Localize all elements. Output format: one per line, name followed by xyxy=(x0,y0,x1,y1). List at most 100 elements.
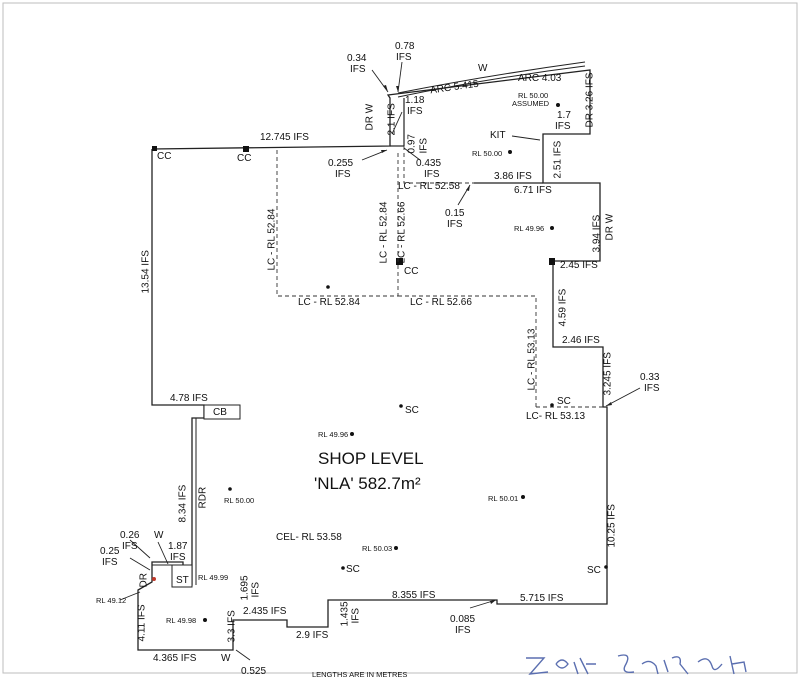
label-034: 0.34 xyxy=(347,53,367,64)
label-sc1: SC xyxy=(405,405,419,416)
label-394: 3.94 IFS xyxy=(591,214,603,253)
label-0255: 0.255 xyxy=(328,158,354,169)
label-671: 6.71 IFS xyxy=(514,185,552,196)
footer-note: LENGTHS ARE IN METRES xyxy=(312,670,408,679)
label-dr-small: DR xyxy=(138,573,150,588)
label-rl-5000-b: RL 50.00 xyxy=(224,496,255,505)
st-box xyxy=(171,564,193,588)
label-dr-w-left: DR W xyxy=(364,103,376,131)
room-title: SHOP LEVEL xyxy=(318,449,424,468)
label-5715: 5.715 IFS xyxy=(520,593,564,604)
label-cc2: CC xyxy=(237,153,252,164)
label-sc4: SC xyxy=(587,565,601,576)
spot-levels xyxy=(152,103,608,622)
label-lc-5284-bot: LC - RL 52.84 xyxy=(298,297,360,308)
label-1354: 13.54 IFS xyxy=(140,250,152,294)
label-097-ifs: IFS xyxy=(418,137,430,154)
label-0085-ifs: IFS xyxy=(455,625,471,636)
label-rl-5000: RL 50.00 xyxy=(472,149,503,158)
label-245: 2.45 IFS xyxy=(560,260,598,271)
column-245 xyxy=(549,258,555,265)
label-246: 2.46 IFS xyxy=(562,335,600,346)
column-cc1 xyxy=(152,146,157,151)
label-lc-5266-bot: LC - RL 52.66 xyxy=(410,297,472,308)
label-rl-4996-top: RL 49.96 xyxy=(514,224,545,233)
label-lc-5284-mid: LC - RL 52.84 xyxy=(378,201,390,264)
label-17-ifs: IFS xyxy=(555,121,571,132)
label-sc3: SC xyxy=(346,564,360,575)
label-1435-ifs: IFS xyxy=(350,607,362,624)
label-arc-403: ARC 4.03 xyxy=(518,73,562,84)
label-w-top: W xyxy=(478,63,488,74)
label-0435: 0.435 xyxy=(416,158,442,169)
label-cel: CEL- RL 53.58 xyxy=(276,532,342,543)
label-dr-326: DR 3.26 IFS xyxy=(584,72,596,128)
label-025: 0.25 xyxy=(100,546,120,557)
handwritten-signature xyxy=(526,654,747,675)
label-dr-w-right: DR W xyxy=(604,213,616,241)
label-026-ifs: IFS xyxy=(122,541,138,552)
label-0435-ifs: IFS xyxy=(424,169,440,180)
label-rl-5001: RL 50.01 xyxy=(488,494,519,503)
column-cc2 xyxy=(243,146,249,152)
room-area: 'NLA' 582.7m² xyxy=(314,474,421,493)
arrow-heads xyxy=(381,85,612,604)
label-cc3: CC xyxy=(404,266,419,277)
ceiling-lines xyxy=(276,146,603,408)
label-459: 4.59 IFS xyxy=(557,288,569,327)
label-rl-5000-assumed: RL 50.00 xyxy=(518,91,549,100)
label-rl-4999: RL 49.99 xyxy=(198,573,229,582)
label-118: 1.18 xyxy=(405,95,425,106)
label-097: 0.97 xyxy=(406,134,418,154)
label-33: 3.3 IFS xyxy=(226,610,238,643)
label-21: 2.1 IFS xyxy=(386,103,398,136)
label-rl-4998: RL 49.98 xyxy=(166,616,197,625)
label-rl-5003: RL 50.03 xyxy=(362,544,393,553)
label-033-ifs: IFS xyxy=(644,383,660,394)
label-lc-5284-left: LC - RL 52.84 xyxy=(266,208,278,271)
label-8355: 8.355 IFS xyxy=(392,590,436,601)
label-078: 0.78 xyxy=(395,41,415,52)
label-lc-5258: LC - RL 52.58 xyxy=(398,181,460,192)
label-lc-5313-v: LC - RL 53.13 xyxy=(526,328,538,391)
label-sc2: SC xyxy=(557,396,571,407)
label-251: 2.51 IFS xyxy=(552,140,564,179)
label-0085: 0.085 xyxy=(450,614,476,625)
label-cb: CB xyxy=(213,407,227,418)
label-411: 4.11 IFS xyxy=(136,604,148,642)
column-cc3 xyxy=(396,258,403,265)
cb-box xyxy=(203,404,241,420)
label-033: 0.33 xyxy=(640,372,660,383)
label-0525: 0.525 xyxy=(241,666,267,677)
label-st: ST xyxy=(176,575,189,586)
label-cc1: CC xyxy=(157,151,172,162)
label-1695-ifs: IFS xyxy=(250,581,262,598)
label-078-ifs: IFS xyxy=(396,52,412,63)
label-834: 8.34 IFS xyxy=(177,484,189,523)
label-478: 4.78 IFS xyxy=(170,393,208,404)
label-lc-5266-mid: LC - RL 52.66 xyxy=(396,201,408,264)
label-w-bottom: W xyxy=(221,653,231,664)
label-015-ifs: IFS xyxy=(447,219,463,230)
label-2435: 2.435 IFS xyxy=(243,606,287,617)
label-015: 0.15 xyxy=(445,208,465,219)
label-118-ifs: IFS xyxy=(407,106,423,117)
arc-wall xyxy=(397,65,586,98)
label-026: 0.26 xyxy=(120,530,140,541)
label-w-small: W xyxy=(154,530,164,541)
label-12745: 12.745 IFS xyxy=(260,132,309,143)
label-3245: 3.245 IFS xyxy=(602,352,614,396)
label-4365: 4.365 IFS xyxy=(153,653,197,664)
label-rdr: RDR xyxy=(197,486,209,509)
label-kit: KIT xyxy=(490,130,506,141)
label-034-ifs: IFS xyxy=(350,64,366,75)
label-rl-4912: RL 49.12 xyxy=(96,596,127,605)
label-025-ifs: IFS xyxy=(102,557,118,568)
label-17: 1.7 xyxy=(557,110,571,121)
label-rl-4996-mid: RL 49.96 xyxy=(318,430,349,439)
label-0255-ifs: IFS xyxy=(335,169,351,180)
label-1025: 10.25 IFS xyxy=(606,504,618,548)
label-1695: 1.695 xyxy=(239,575,251,601)
